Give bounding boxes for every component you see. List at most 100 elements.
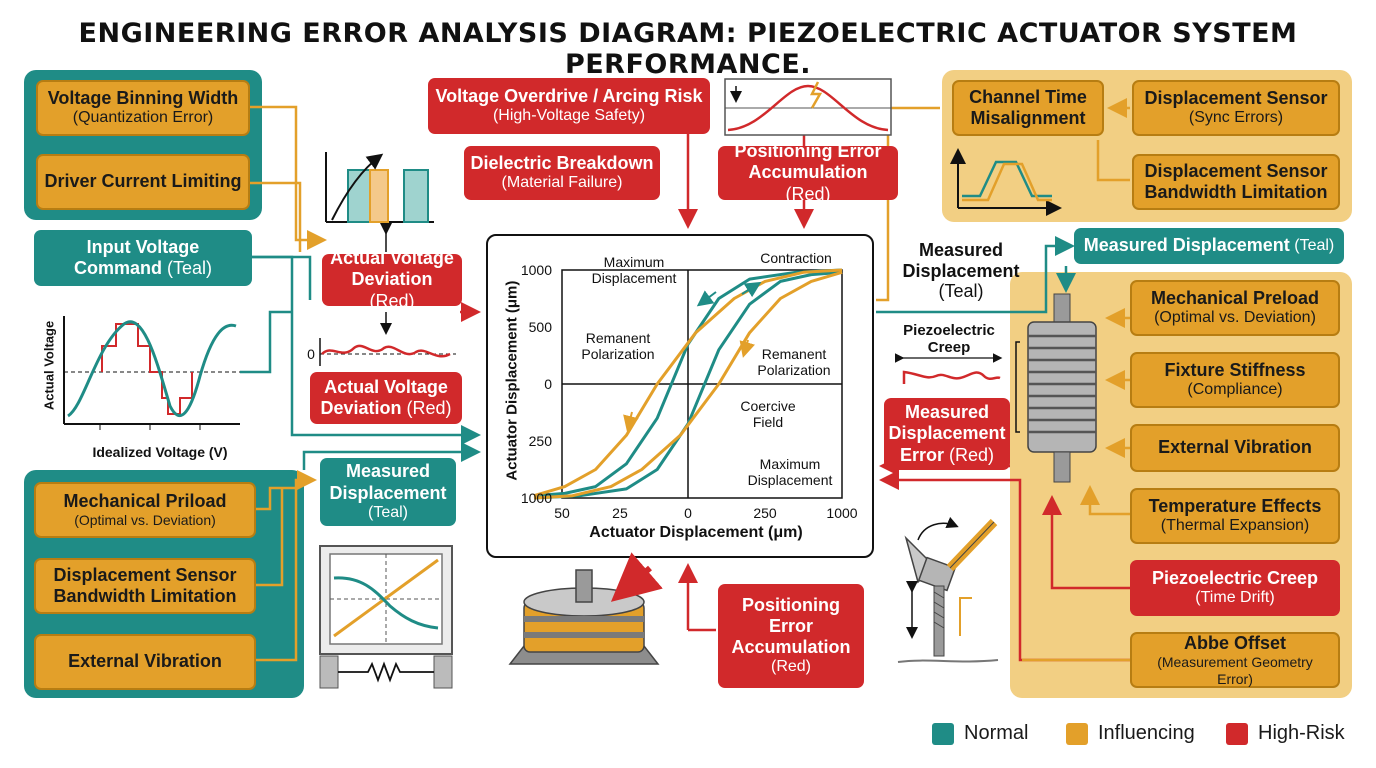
legend-normal: Normal (932, 722, 1028, 745)
arcing-chart-icon (724, 78, 892, 136)
arcing-svg (724, 78, 892, 136)
avd1-title: Actual Voltage (330, 248, 454, 269)
fixture-sub: (Compliance) (1187, 381, 1283, 399)
binning-bars-svg (325, 152, 434, 223)
creep-title: Piezoelectric Creep (1151, 567, 1319, 588)
peb-line3: Accumulation (731, 637, 851, 658)
avd2-title: Actual Voltage (324, 376, 448, 397)
x-tick-label: 0 (684, 505, 692, 521)
hysteresis-chart-frame (486, 234, 874, 558)
creep-sub: (Time Drift) (1195, 589, 1275, 607)
creep-label: Piezoelectric Creep (903, 322, 995, 357)
abbe-title: Abbe Offset (1183, 632, 1286, 653)
quantization-graph: Actual Voltage Idealized Voltage (V) (40, 306, 250, 466)
series-2-direction-arrow (623, 411, 639, 432)
positioning-error-top: Positioning Error Accumulation (Red) (718, 141, 898, 204)
y-tick-label: 0 (544, 376, 552, 392)
mpr-sub: (Optimal vs. Deviation) (1154, 309, 1316, 327)
ann-contraction: Contraction (760, 250, 832, 266)
dielectric-title: Dielectric Breakdown (470, 152, 654, 173)
dielectric-box: Dielectric Breakdown (Material Failure) (464, 146, 660, 200)
series-1-direction-arrow (696, 290, 717, 307)
sensor-bw-right-box: Displacement Sensor Bandwidth Limitation (1132, 154, 1340, 210)
legend-high-risk-swatch (1226, 722, 1248, 745)
measured-displacement-teal: Measured Displacement (Teal) (1074, 228, 1344, 264)
channel-time-box: Channel Time Misalignment (952, 80, 1104, 136)
piezo-creep-box: Piezoelectric Creep (Time Drift) (1130, 560, 1340, 616)
series-2-curve (533, 268, 843, 498)
legend-influencing-swatch (1066, 722, 1088, 745)
input-voltage-tag: (Teal) (167, 258, 213, 278)
channel-time-line2: Misalignment (970, 108, 1086, 128)
mdl-tag: (Teal) (367, 503, 408, 521)
y-tick-label: 1000 (521, 262, 552, 278)
legend-normal-label: Normal (964, 722, 1029, 744)
page-title: ENGINEERING ERROR ANALYSIS DIAGRAM: PIEZ… (78, 18, 1298, 80)
pet-tag: (Red) (785, 183, 831, 204)
actuator-cylinder-icon (1014, 292, 1110, 488)
input-voltage-line2: Command (73, 258, 162, 278)
disp-sensor-sync-box: Displacement Sensor (Sync Errors) (1132, 80, 1340, 136)
input-voltage-box: Input Voltage Command (Teal) (34, 230, 252, 286)
mde-line3: Error (899, 444, 944, 465)
legend-influencing: Influencing (1066, 722, 1195, 745)
legend-influencing-label: Influencing (1098, 722, 1195, 744)
peb-line2: Error (768, 615, 813, 636)
mde-title: Measured (904, 402, 990, 423)
mech-priload-box: Mechanical Priload (Optimal vs. Deviatio… (34, 482, 256, 538)
quantization-plot (63, 316, 240, 430)
deviation-zero: 0 (307, 346, 315, 362)
legend-high-risk-label: High-Risk (1258, 722, 1345, 744)
chart-xlabel: Actuator Displacement (μm) (589, 524, 803, 541)
ext-vib-left-box: External Vibration (34, 634, 256, 690)
measured-disp-label: Measured Displacement (Teal) (902, 240, 1020, 302)
piezo-stack-icon (504, 552, 664, 682)
y-tick-label: 250 (529, 433, 553, 449)
binning-bars-icon (318, 148, 438, 232)
measured-displacement-left: Measured Displacement (Teal) (320, 458, 456, 526)
temp-sub: (Thermal Expansion) (1160, 517, 1310, 535)
mech-priload-sub: (Optimal vs. Deviation) (74, 512, 216, 529)
x-tick-label: 25 (612, 505, 628, 521)
temp-title: Temperature Effects (1148, 495, 1322, 516)
piezo-stack-svg (508, 552, 663, 665)
series-1-return-curve (533, 270, 843, 500)
fixture-stiffness-box: Fixture Stiffness (Compliance) (1130, 352, 1340, 408)
oscilloscope-svg (319, 545, 453, 689)
ext-vib-right-box: External Vibration (1130, 424, 1340, 472)
series-2-return-curve (533, 270, 843, 500)
series-1-curve (533, 268, 843, 498)
abbe-probe-icon (897, 512, 1002, 668)
mech-priload-title: Mechanical Priload (63, 491, 227, 512)
y-tick-label: 500 (529, 319, 553, 335)
avd2-line2: Deviation (320, 398, 402, 418)
chart-ylabel: Actuator Displacement (μm) (503, 280, 521, 481)
avd2-tag: (Red) (406, 398, 452, 418)
creep-trace (894, 353, 1004, 390)
mdl-line2: Displacement (329, 482, 447, 503)
temperature-effects-box: Temperature Effects (Thermal Expansion) (1130, 488, 1340, 544)
measured-displacement-error: Measured Displacement Error (Red) (884, 398, 1010, 470)
series-2-direction-arrow-2 (739, 339, 755, 358)
left-graph-xlabel: Idealized Voltage (V) (92, 444, 228, 460)
voltage-overdrive-box: Voltage Overdrive / Arcing Risk (High-Vo… (428, 78, 710, 134)
actual-voltage-deviation-1: Actual Voltage Deviation (Red) (322, 248, 462, 311)
abbe-sub: (Measurement Geometry Error) (1157, 654, 1313, 687)
overdrive-sub: (High-Voltage Safety) (492, 107, 646, 125)
dielectric-sub: (Material Failure) (501, 174, 623, 192)
driver-current-box: Driver Current Limiting (36, 154, 250, 210)
driver-current-title: Driver Current Limiting (44, 171, 242, 192)
deviation-svg (319, 338, 456, 366)
deviation-plot: 0 (306, 334, 466, 370)
abbe-probe-svg (897, 516, 999, 663)
mdt-title: Measured Displacement (1083, 235, 1290, 256)
x-tick-label: 1000 (826, 505, 857, 521)
x-tick-label: 250 (753, 505, 777, 521)
mpr-title: Mechanical Preload (1150, 287, 1320, 308)
sensor-bw-right-title: Displacement Sensor (1144, 160, 1328, 181)
fixture-title: Fixture Stiffness (1164, 359, 1306, 380)
